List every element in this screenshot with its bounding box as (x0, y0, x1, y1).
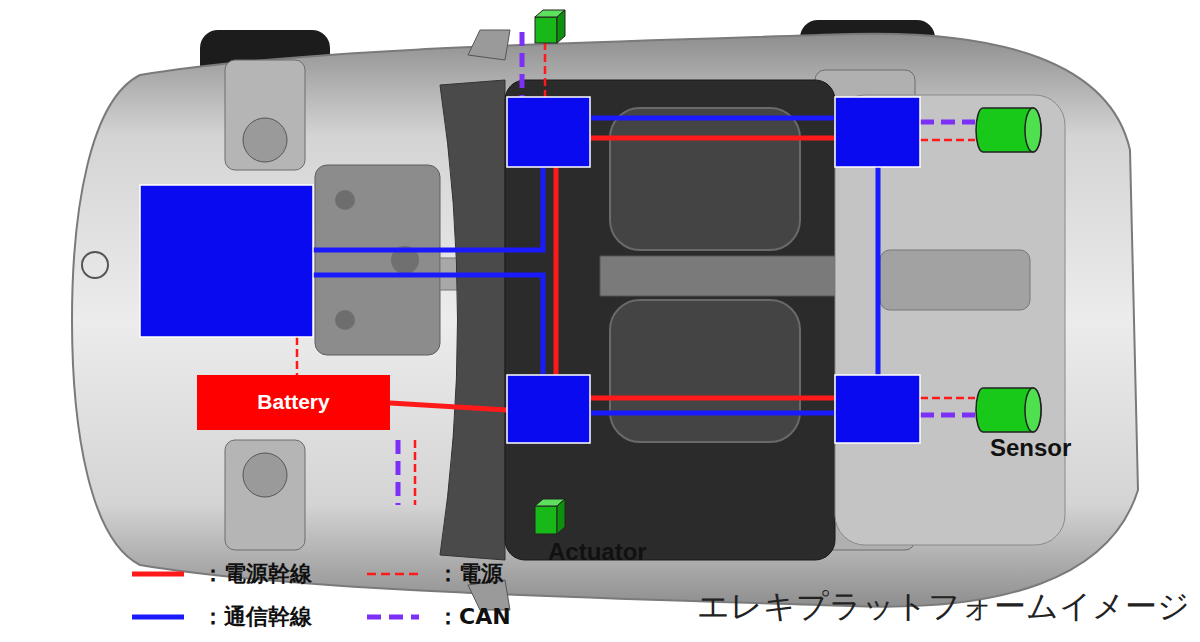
actuator-node: Actuator (533, 496, 647, 566)
power-line (920, 397, 975, 400)
hub (243, 118, 287, 162)
suspension (225, 440, 305, 550)
legend-text: ：電源幹線 (202, 561, 312, 587)
car-body (72, 34, 1138, 607)
part-label: Sensor (990, 434, 1071, 462)
logo (82, 252, 108, 278)
legend-line (367, 615, 419, 620)
seat (610, 300, 800, 442)
power-trunk-line (590, 396, 835, 401)
console (600, 256, 835, 296)
cabin (505, 80, 835, 560)
zone-ecu-box (507, 97, 590, 167)
sensor-body (976, 388, 1041, 432)
legend-entry: ：電源 (365, 561, 503, 587)
legend-text: ：CAN (437, 604, 511, 630)
power-sample (365, 568, 421, 580)
mirror (468, 30, 510, 60)
legend-text: ：通信幹線 (202, 604, 312, 630)
legend-entry: ：電源幹線 (130, 561, 312, 587)
zone-ecu-box (507, 375, 590, 443)
power-trunk-line (554, 167, 559, 375)
caption: エレキプラットフォームイメージ (697, 588, 1190, 625)
central-ecu-box (140, 185, 313, 337)
power-trunk-line (590, 136, 835, 141)
power-trunk-line (390, 403, 507, 410)
comm-trunk-sample (130, 611, 186, 623)
actuator-symbol (533, 496, 567, 538)
seat (610, 108, 800, 250)
can-sample (365, 611, 421, 623)
comm-trunk-line (876, 167, 881, 375)
can-line (920, 413, 975, 418)
zone-ecu-box (835, 375, 920, 443)
comm-trunk-line (313, 275, 543, 375)
comm-trunk-line (590, 116, 835, 121)
differential (880, 250, 1030, 310)
actuator-front (535, 506, 557, 534)
power-line (414, 440, 417, 505)
comm-trunk-line (590, 411, 835, 416)
legend-line (132, 615, 184, 620)
engine-part (335, 190, 355, 210)
sensor-symbol (1025, 108, 1041, 152)
part-label: Actuator (548, 538, 647, 566)
legend-entry: ：CAN (365, 604, 511, 630)
actuator-side (557, 499, 565, 534)
actuator-symbol (535, 17, 557, 43)
power-line (296, 337, 299, 375)
engine-part (335, 310, 355, 330)
rear-deck (835, 95, 1065, 545)
can-line (520, 32, 525, 97)
hub (243, 453, 287, 497)
battery-box: Battery (197, 375, 390, 430)
legend-text: ：電源 (437, 561, 503, 587)
zone-ecu-box (835, 97, 920, 167)
sensor-symbol (975, 386, 1045, 434)
engine (315, 165, 440, 355)
suspension (225, 60, 305, 170)
battery-label: Battery (257, 390, 329, 414)
legend-entry: ：通信幹線 (130, 604, 312, 630)
can-line (920, 120, 975, 125)
legend-line (367, 573, 419, 576)
power-line (920, 139, 975, 142)
windshield (440, 80, 505, 560)
sensor-face (1025, 388, 1041, 432)
can-line (396, 440, 401, 505)
power-line (544, 42, 547, 97)
legend-line (132, 572, 184, 577)
comm-trunk-line (313, 167, 543, 250)
sensor-symbol (976, 108, 1041, 152)
power-trunk-sample (130, 568, 186, 580)
sensor-node: Sensor (975, 386, 1071, 462)
actuator-symbol (557, 10, 565, 43)
